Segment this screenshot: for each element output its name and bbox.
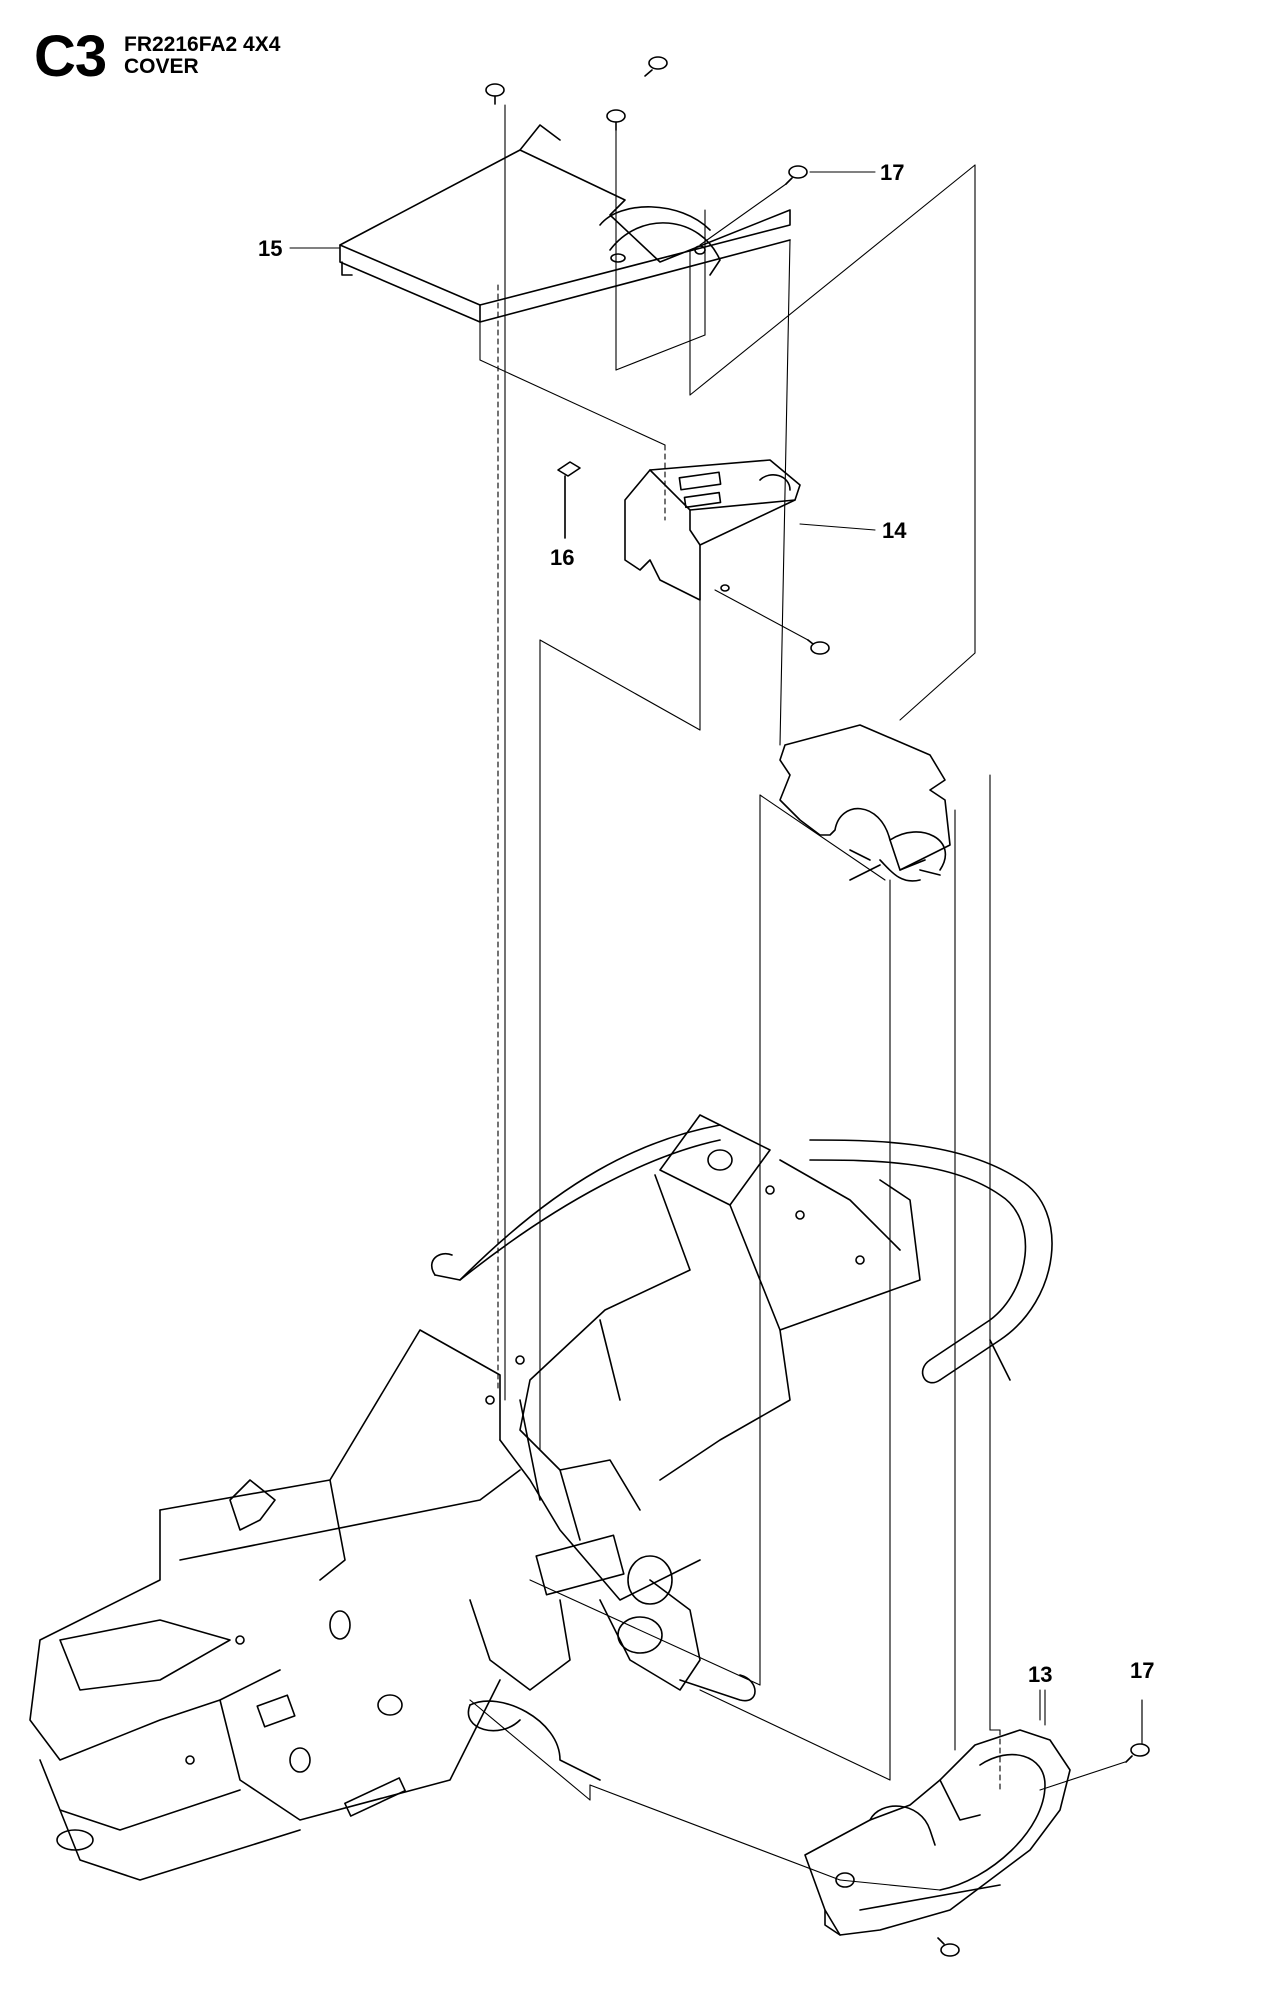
callout-15: 15 — [258, 236, 282, 261]
chassis-frame — [29, 1114, 1053, 1881]
part-15-top-cover — [339, 124, 791, 323]
assembly-guide-lines — [469, 104, 1143, 1891]
screw-icon — [785, 165, 808, 185]
screw-icon — [937, 1937, 960, 1957]
model-name: FR2216FA2 4X4 — [124, 33, 281, 56]
part-16-clip — [557, 461, 581, 539]
screw-icon — [606, 109, 626, 131]
part-13-lower-belt-guard — [804, 1729, 1071, 1936]
callout-14: 14 — [882, 518, 907, 543]
screw-icon — [644, 56, 668, 77]
callout-17-top: 17 — [880, 160, 904, 185]
callout-16: 16 — [550, 545, 574, 570]
screw-icon — [807, 639, 830, 655]
callout-13: 13 — [1028, 1662, 1052, 1687]
screw-icon — [1125, 1743, 1150, 1763]
screw-icon — [485, 83, 505, 105]
section-name: COVER — [124, 55, 199, 78]
part-belt-guard-upper — [779, 724, 951, 882]
callout-leaders — [289, 171, 1143, 1743]
part-14-middle-cover — [624, 459, 801, 601]
section-code: C3 — [34, 24, 107, 89]
callout-17-bottom: 17 — [1130, 1658, 1154, 1683]
